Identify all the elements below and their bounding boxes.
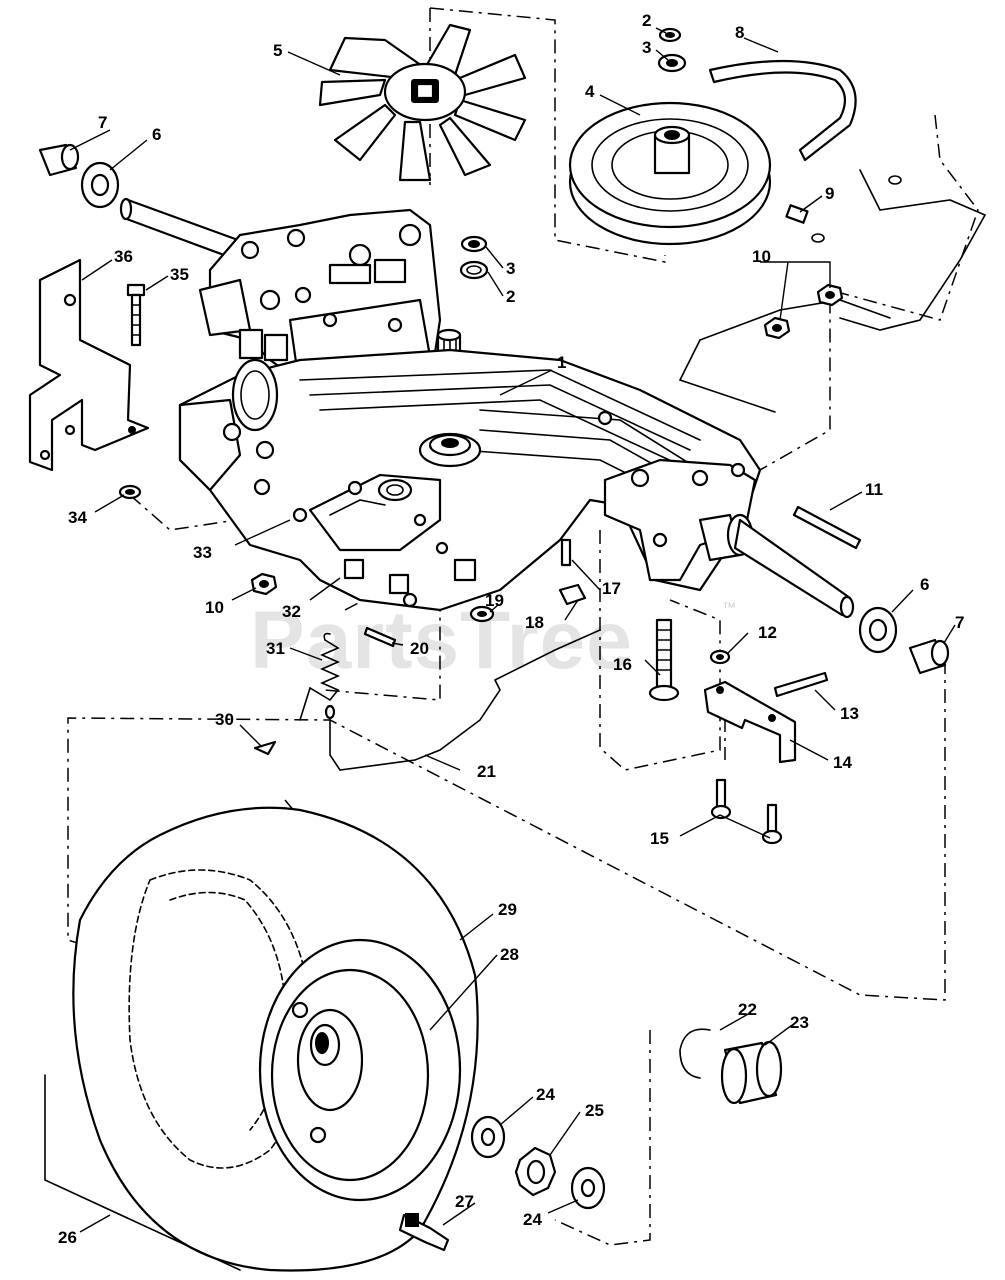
screw-part-15-a xyxy=(710,778,732,820)
drive-belt-part-8 xyxy=(708,59,857,162)
callout-24-lower: 24 xyxy=(523,1210,542,1229)
callout-28: 28 xyxy=(500,945,519,964)
washer-part-24-a xyxy=(470,1115,506,1159)
callout-32: 32 xyxy=(282,602,301,621)
callout-26: 26 xyxy=(58,1228,77,1247)
pin-part-20 xyxy=(363,626,397,648)
washer-part-34 xyxy=(118,484,142,500)
bracket-part-14 xyxy=(703,680,797,764)
callout-19: 19 xyxy=(485,591,504,610)
cooling-fan-part-5 xyxy=(318,23,527,182)
flange-nut-part-10-lower xyxy=(250,572,278,596)
callout-22: 22 xyxy=(738,1000,757,1019)
fan-nut-part-2 xyxy=(459,260,489,280)
wheel-rim-part-28 xyxy=(258,938,462,1202)
axle-washer-part-6-left xyxy=(80,161,120,209)
frame-outline xyxy=(679,169,987,413)
callout-25: 25 xyxy=(585,1101,604,1120)
washer-part-24-b xyxy=(570,1166,606,1210)
callout-6-right: 6 xyxy=(920,575,929,594)
drive-pulley-part-4 xyxy=(568,101,772,246)
flange-nut-part-10-upper-a xyxy=(816,283,844,307)
pulley-washer-part-3 xyxy=(657,53,687,73)
valve-stem-part-27 xyxy=(398,1213,450,1252)
callout-3-mid: 3 xyxy=(506,259,515,278)
callout-13: 13 xyxy=(840,704,859,723)
right-axle-shaft xyxy=(698,513,855,619)
pin-part-13 xyxy=(773,671,829,698)
control-rod-part-21 xyxy=(324,629,601,771)
callout-30: 30 xyxy=(215,710,234,729)
callout-31: 31 xyxy=(266,639,285,658)
callout-24-upper: 24 xyxy=(536,1085,555,1104)
callout-1: 1 xyxy=(557,353,566,372)
callout-16: 16 xyxy=(613,655,632,674)
callout-15: 15 xyxy=(650,829,669,848)
callout-29: 29 xyxy=(498,900,517,919)
callout-33: 33 xyxy=(193,543,212,562)
callout-8: 8 xyxy=(735,23,744,42)
callout-5: 5 xyxy=(273,41,282,60)
retaining-clip-part-22 xyxy=(679,1028,711,1079)
pin-part-17 xyxy=(560,538,572,567)
callout-35: 35 xyxy=(170,265,189,284)
wheel-assembly-bracket xyxy=(44,1074,241,1271)
set-screw-part-9 xyxy=(785,204,809,224)
washer-part-12 xyxy=(709,649,731,665)
callout-labels: 1 2 2 3 3 4 5 6 6 7 7 8 9 10 10 11 12 13… xyxy=(58,11,964,1247)
callout-10-upper: 10 xyxy=(752,247,771,266)
callout-20: 20 xyxy=(410,639,429,658)
callout-17: 17 xyxy=(602,579,621,598)
callout-18: 18 xyxy=(525,613,544,632)
key-part-18 xyxy=(558,583,587,606)
bolt-part-35 xyxy=(126,283,146,347)
callout-14: 14 xyxy=(833,753,852,772)
fan-washer-part-3 xyxy=(460,235,488,253)
callout-2-mid: 2 xyxy=(506,287,515,306)
callout-12: 12 xyxy=(758,623,777,642)
axle-washer-part-6-right xyxy=(858,606,898,654)
callout-9: 9 xyxy=(825,184,834,203)
transaxle-housing-part-1 xyxy=(178,208,762,612)
clip-part-30 xyxy=(253,740,277,756)
callout-27: 27 xyxy=(455,1192,474,1211)
callout-7-right: 7 xyxy=(955,613,964,632)
axle-bearing-part-7-right xyxy=(908,638,950,675)
screw-part-15-b xyxy=(761,803,783,845)
left-axle-shaft xyxy=(119,197,240,260)
mounting-bracket-part-36 xyxy=(28,258,150,472)
callout-3-top: 3 xyxy=(642,38,651,57)
callout-2-top: 2 xyxy=(642,11,651,30)
key-part-11 xyxy=(792,505,862,550)
callout-7-left: 7 xyxy=(98,113,107,132)
callout-10-lower: 10 xyxy=(205,598,224,617)
callout-34: 34 xyxy=(68,508,87,527)
axle-bearing-part-7-left xyxy=(38,143,80,177)
callout-21: 21 xyxy=(477,762,496,781)
flange-nut-part-10-upper-b xyxy=(763,316,791,340)
retainer-part-25 xyxy=(514,1146,557,1197)
washer-part-19 xyxy=(469,605,495,623)
callout-23: 23 xyxy=(790,1013,809,1032)
watermark-trademark: ™ xyxy=(722,599,736,615)
leader-lines xyxy=(69,27,956,1233)
callout-4: 4 xyxy=(585,82,595,101)
spring-part-31 xyxy=(299,632,340,721)
bushing-part-23 xyxy=(720,1040,783,1105)
bolt-part-16 xyxy=(648,618,680,702)
callout-11: 11 xyxy=(865,480,883,499)
callout-36: 36 xyxy=(114,247,133,266)
callout-6-left: 6 xyxy=(152,125,161,144)
